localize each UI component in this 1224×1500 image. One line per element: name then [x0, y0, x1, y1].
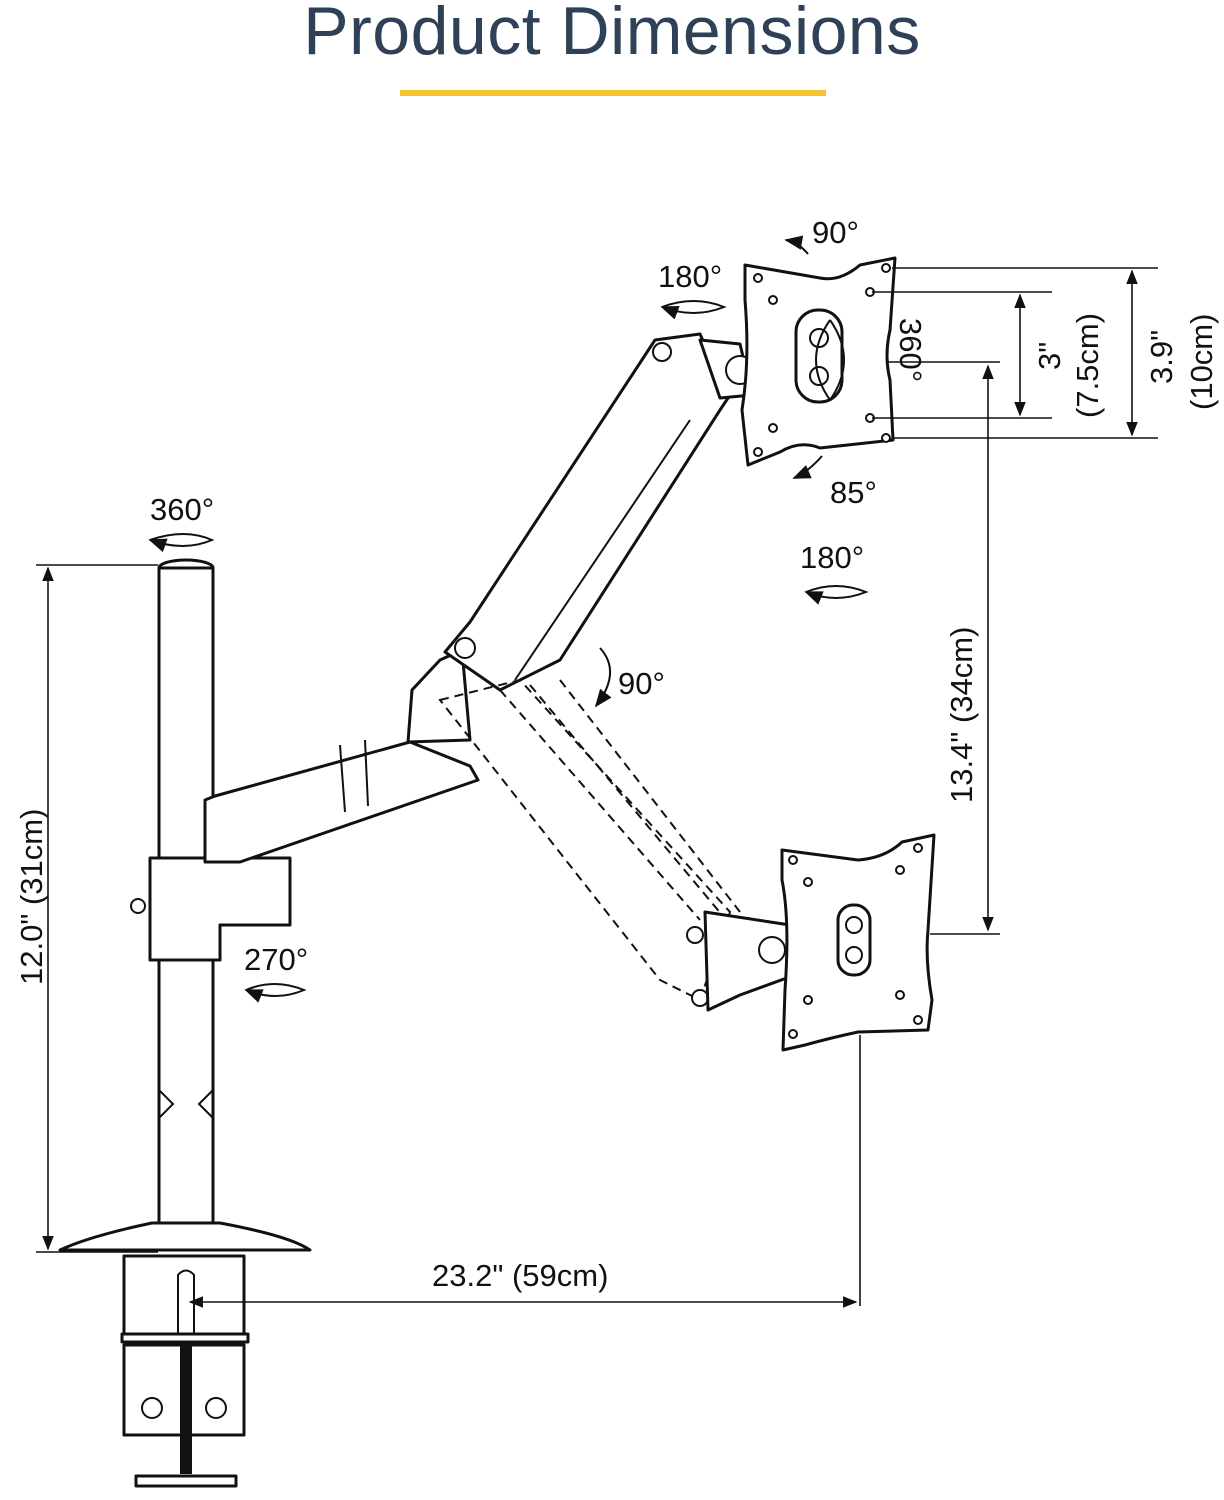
tilt-up-arrow-icon — [784, 235, 809, 255]
label-vesa-large-metric: (10cm) — [1184, 314, 1219, 410]
upper-arm — [443, 332, 755, 692]
rotate-arrow-icon — [244, 983, 307, 1003]
rotation-arrows — [148, 235, 869, 1003]
rotate-arrow-icon — [804, 585, 869, 605]
vesa-plate-upper — [740, 256, 897, 467]
label-tilt-up: 90° — [812, 215, 859, 250]
label-tilt-down: 85° — [830, 475, 877, 510]
label-head-swivel: 180° — [658, 259, 722, 294]
plate-rotate-arrow-icon — [815, 319, 845, 401]
lower-arm — [203, 648, 480, 864]
base-plate — [58, 1221, 312, 1252]
rotate-arrow-icon — [148, 533, 215, 553]
label-vesa-small: 3" — [1032, 342, 1067, 370]
page-title: Product Dimensions — [303, 0, 921, 69]
label-pole-collar-rotation: 270° — [244, 942, 308, 977]
labels: 360° 270° 90° 85° 180° 180° 90° 360° 12.… — [14, 215, 1219, 1293]
title-underline — [400, 90, 826, 96]
pole-collar — [148, 856, 292, 962]
arm-lift-arrow-icon — [594, 647, 612, 708]
desk-clamp — [58, 1221, 312, 1488]
vesa-plate-lower — [780, 833, 936, 1052]
label-arm-swivel: 180° — [800, 540, 864, 575]
pole — [130, 558, 292, 1225]
label-vertical-range: 13.4" (34cm) — [944, 627, 979, 803]
label-pole-height: 12.0" (31cm) — [14, 809, 49, 985]
dimension-lines — [36, 267, 1158, 1308]
tilt-down-arrow-icon — [792, 455, 823, 479]
rotate-arrow-icon — [660, 300, 727, 320]
label-plate-rotate: 360° — [893, 318, 928, 382]
label-arm-lift: 90° — [618, 666, 665, 701]
label-vesa-large: 3.9" — [1144, 330, 1179, 384]
lowered-arm-outline — [438, 678, 797, 1012]
label-pole-top-rotation: 360° — [150, 492, 214, 527]
label-reach: 23.2" (59cm) — [432, 1258, 608, 1293]
label-vesa-small-metric: (7.5cm) — [1070, 313, 1105, 418]
